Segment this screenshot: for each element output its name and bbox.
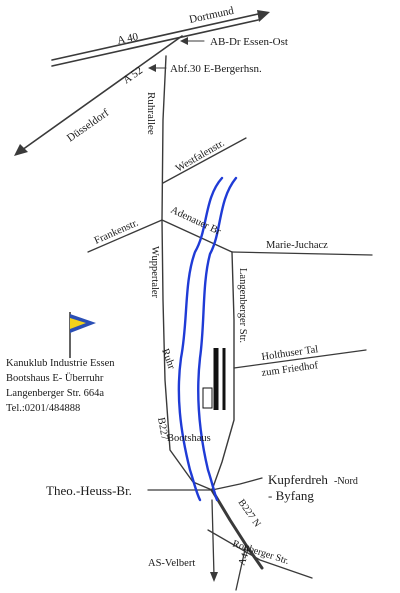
ab-dr-arrow: [180, 37, 205, 45]
label-wuppertaler: Wuppertaler: [149, 246, 160, 299]
label-ruhr: Ruhr: [159, 347, 177, 371]
label-ruhrallee: Ruhrallee: [145, 92, 157, 135]
club-boathouse: Bootshaus E- Überruhr: [6, 373, 104, 384]
road-wuppertaler-b227: [161, 219, 213, 491]
label-as-velbert: AS-Velbert: [148, 558, 195, 569]
road-westfalenstr: [162, 137, 247, 184]
road-marie-juchacz: [231, 251, 373, 256]
road-kupferdreh: [211, 477, 263, 491]
arrow-left-icon: [148, 64, 156, 72]
label-ab-dr-essen-ost: AB-Dr Essen-Ost: [210, 36, 288, 48]
abf30-arrow: [148, 64, 167, 72]
label-b227n: B227 N: [236, 497, 263, 529]
arrow-dortmund-icon: [257, 10, 270, 22]
arrow-left-icon: [180, 37, 188, 45]
club-phone: Tel.:0201/484888: [6, 403, 81, 414]
label-a40: A 40: [116, 31, 140, 47]
label-langenberger: Langenberger Str.: [237, 268, 248, 343]
label-kupferdreh: Kupferdreh: [268, 472, 328, 487]
label-theo-heuss-br: Theo.-Heuss-Br.: [46, 483, 132, 498]
label-abf30: Abf.30 E-Bergerhsn.: [170, 63, 262, 75]
club-address-block: Kanuklub Industrie Essen Bootshaus E- Üb…: [6, 356, 146, 416]
label-westfalenstr: Westfalenstr.: [174, 138, 226, 175]
bootshaus-building: [202, 387, 213, 409]
label-duesseldorf: Düsseldorf: [65, 107, 112, 145]
club-name: Kanuklub Industrie Essen: [6, 358, 115, 369]
label-b227: B227: [155, 417, 170, 441]
railway: [202, 348, 226, 410]
river-ruhr-west: [177, 176, 224, 502]
road-rottberger: [207, 529, 313, 579]
motorway-a40: [51, 10, 270, 67]
arrow-down-icon: [210, 572, 218, 582]
label-a52: A 52: [121, 65, 145, 87]
club-street: Langenberger Str. 664a: [6, 388, 105, 399]
road-frankenstr: [87, 219, 163, 253]
road-ruhrallee: [161, 55, 167, 221]
road-langenberger: [211, 251, 235, 491]
club-pennant-icon: [69, 312, 96, 358]
road-adenauer-bridge: [161, 219, 233, 253]
label-bootshaus: Bootshaus: [167, 433, 211, 444]
river-ruhr-east: [197, 176, 238, 502]
arrow-duesseldorf-icon: [14, 144, 28, 156]
road-as-velbert: [211, 499, 215, 577]
label-byfang: - Byfang: [268, 488, 314, 503]
motorway-a52: [14, 35, 183, 156]
road-holthuser-tal: [233, 349, 367, 369]
label-nord: -Nord: [334, 476, 358, 487]
label-dortmund: Dortmund: [188, 5, 235, 26]
label-marie-juchacz: Marie-Juchacz: [266, 240, 328, 251]
road-a44: [235, 544, 247, 591]
label-adenauer-br: Adenauer Br: [169, 205, 223, 238]
